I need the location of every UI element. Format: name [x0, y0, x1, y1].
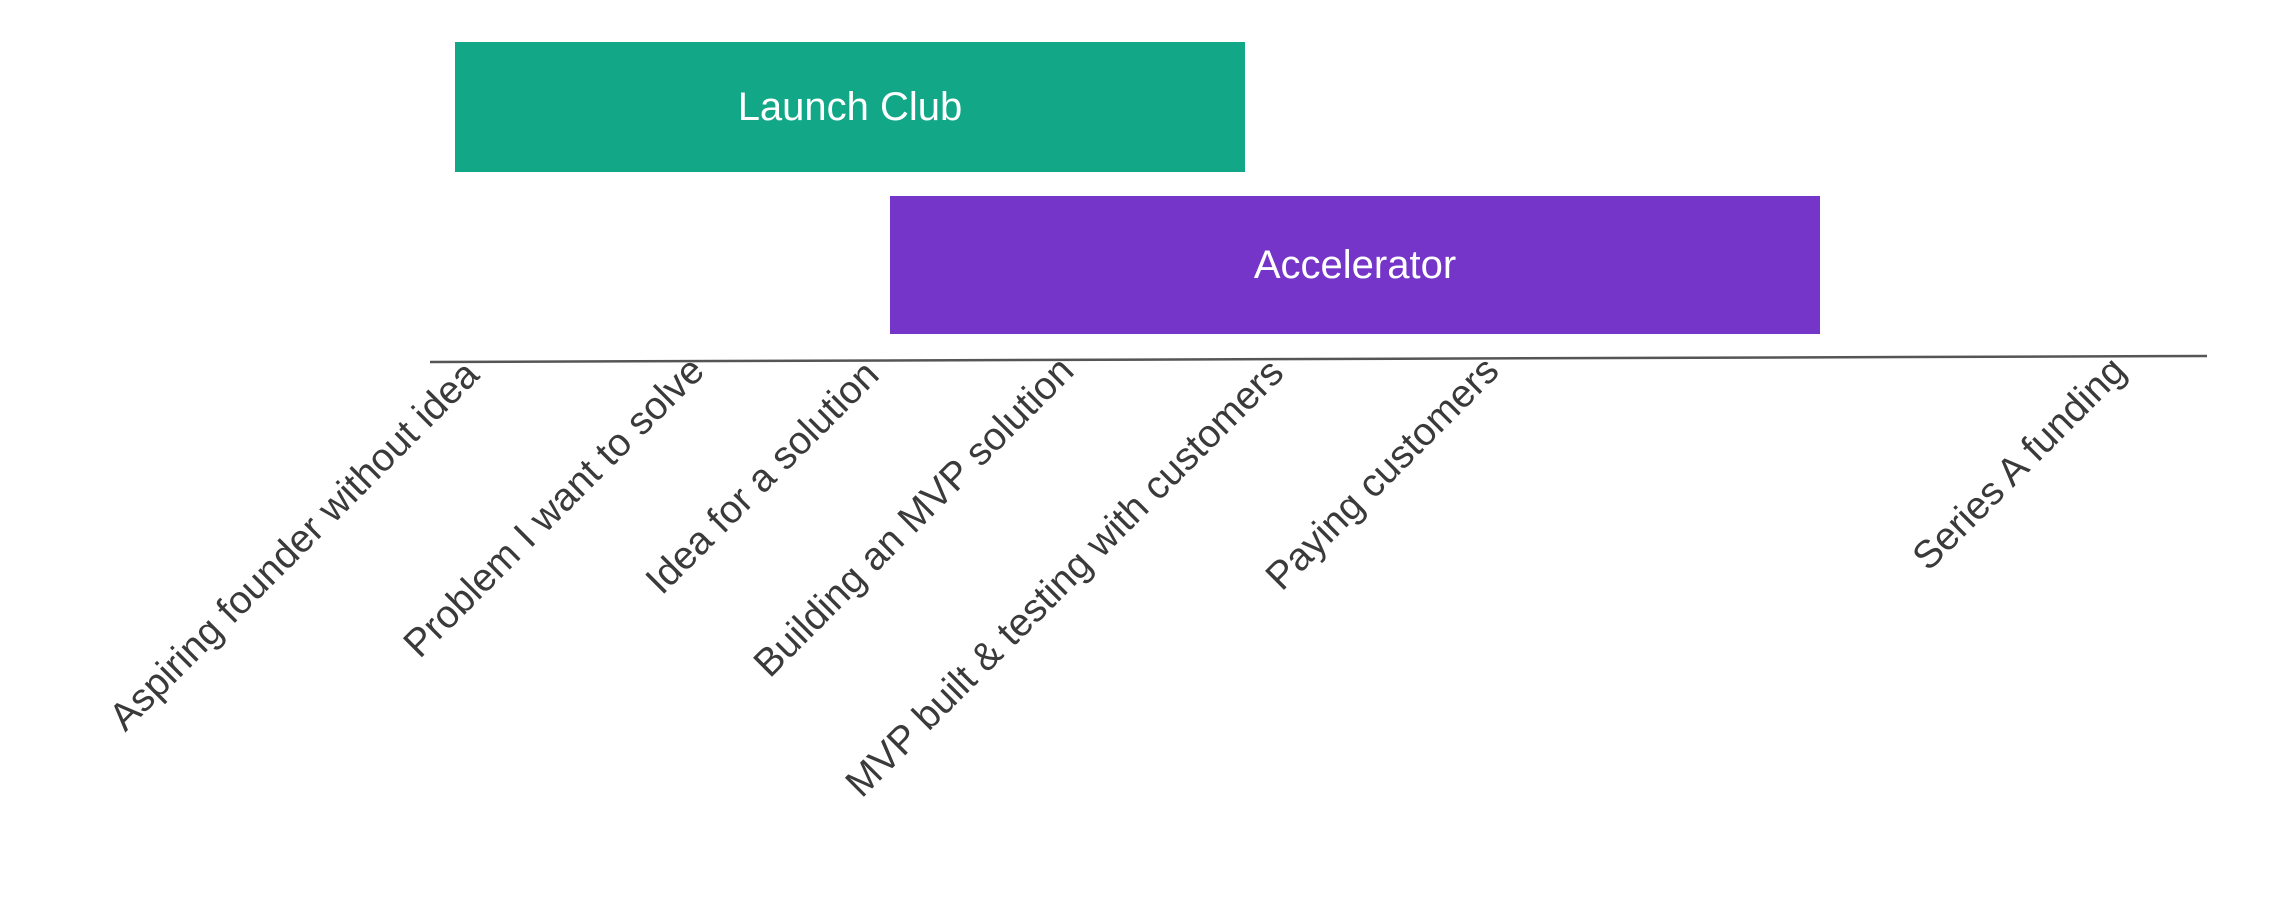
axis-line: [429, 354, 2208, 364]
launch-club-label: Launch Club: [737, 84, 963, 129]
accelerator-label: Accelerator: [1253, 242, 1457, 287]
launch-club-bar: Launch Club: [455, 42, 1245, 172]
accelerator-bar: Accelerator: [890, 196, 1820, 334]
